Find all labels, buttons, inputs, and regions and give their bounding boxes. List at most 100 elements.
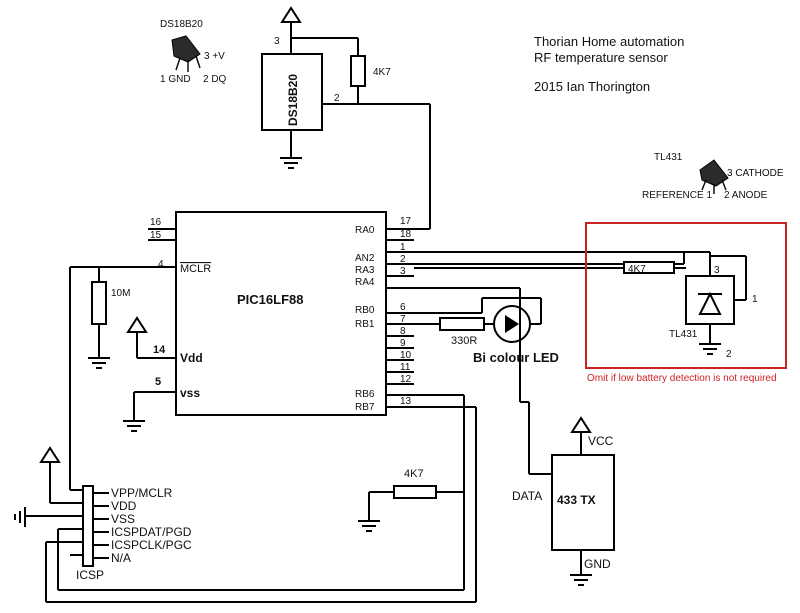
tl431-pinout-legend: TL431 3 CATHODE REFERENCE 1 2 ANODE	[642, 152, 784, 201]
ground-icon	[280, 157, 302, 169]
rf-transmitter: DATA 433 TX VCC GND	[414, 287, 615, 586]
title-line-3: 2015 Ian Thorington	[534, 79, 650, 94]
ground-icon	[570, 574, 592, 586]
vdd-arrow-icon	[126, 316, 148, 333]
tl431-pin2: 2	[726, 349, 732, 360]
mcu-pin-13: 13	[400, 396, 412, 407]
mcu-pin-18: 18	[400, 229, 412, 240]
tl431-label: TL431	[669, 329, 698, 340]
mcu-pin-10: 10	[400, 350, 412, 361]
ground-icon	[14, 507, 26, 527]
mcu-body	[175, 211, 387, 416]
ds18b20-package	[261, 53, 323, 131]
tl431-legend-reference: REFERENCE 1	[642, 190, 712, 201]
mcu-pin-11: 11	[400, 362, 411, 373]
icsp-header: VPP/MCLR VDD VSS ICSPDAT/PGD ICSPCLK/PGC…	[14, 267, 477, 603]
icsp-connector-body	[82, 485, 94, 567]
mclr-network: 10M	[70, 266, 176, 432]
mcu-pin-6: 6	[400, 302, 406, 313]
title-line-1: Thorian Home automation	[534, 34, 684, 49]
mcu-pin-16: 16	[150, 217, 162, 228]
mclr-resistor	[91, 281, 107, 325]
ds18b20-legend-pin1: 1 GND	[160, 74, 191, 85]
ds18b20-legend-pin3: 3 +V	[204, 51, 225, 62]
ground-icon	[88, 357, 110, 369]
optional-section-note: Omit if low battery detection is not req…	[587, 373, 777, 384]
tl431-legend-cathode: 3 CATHODE	[727, 168, 784, 179]
icsp-pin-vdd: VDD	[111, 499, 137, 513]
tx-module	[551, 454, 615, 551]
title-line-2: RF temperature sensor	[534, 50, 668, 65]
tl431-pin3: 3	[714, 265, 720, 276]
ds18b20-pullup-resistor	[350, 55, 366, 87]
tx-module-label: 433 TX	[557, 493, 596, 507]
mcu-label-ra0: RA0	[355, 225, 375, 236]
mcu-pin-1: 1	[400, 242, 406, 253]
mcu-label-rb1: RB1	[355, 319, 375, 330]
battery-sense-block: 4K7 3 1 TL431 2 Omit if low battery dete…	[414, 222, 787, 384]
icsp-pulldown-label: 4K7	[404, 468, 424, 480]
vcc-arrow-icon	[280, 6, 302, 23]
mcu-label-rb7: RB7	[355, 402, 375, 413]
mclr-resistor-label: 10M	[111, 288, 130, 299]
tl431-ic	[685, 275, 735, 325]
tx-data-label: DATA	[512, 489, 542, 503]
icsp-pin-na: N/A	[111, 551, 131, 565]
mcu-label-ra3: RA3	[355, 265, 375, 276]
ds18b20-pin3-number: 3	[274, 36, 280, 47]
ds18b20-pin2-number: 2	[334, 93, 340, 104]
icsp-title: ICSP	[76, 568, 104, 582]
icsp-pulldown-resistor	[393, 485, 437, 499]
pic16lf88-mcu: PIC16LF88 16 15 4 MCLR 14 Vdd 5 vss RA0 …	[148, 211, 430, 416]
led-label: Bi colour LED	[473, 350, 559, 365]
ground-icon	[358, 520, 380, 532]
icsp-pin-vpp-mclr: VPP/MCLR	[111, 486, 173, 500]
mcu-pin-17: 17	[400, 216, 412, 227]
icsp-vdd-arrow-icon	[39, 446, 61, 463]
mcu-mclr-label: MCLR	[180, 263, 211, 275]
icsp-pin-vss: VSS	[111, 512, 135, 526]
tx-gnd-label: GND	[584, 557, 611, 571]
ds18b20-package-icon	[171, 35, 201, 63]
ds18b20-pullup-label: 4K7	[373, 67, 391, 78]
mcu-pin-15: 15	[150, 230, 162, 241]
ds18b20-legend-title: DS18B20	[160, 19, 203, 30]
icsp-pin-pgd: ICSPDAT/PGD	[111, 525, 192, 539]
mcu-vdd-label: Vdd	[180, 351, 203, 365]
tl431-legend-title: TL431	[654, 152, 683, 163]
optional-section-frame	[585, 222, 787, 369]
icsp-pin-pgc: ICSPCLK/PGC	[111, 538, 192, 552]
mcu-name: PIC16LF88	[237, 292, 303, 307]
ds18b20-sensor: 4K7 3 2 DS18B20	[261, 6, 431, 229]
mcu-label-ra4: RA4	[355, 277, 375, 288]
ground-icon	[123, 420, 145, 432]
mcu-label-rb6: RB6	[355, 389, 375, 400]
tl431-zener-icon	[698, 291, 722, 315]
tx-vcc-label: VCC	[588, 434, 614, 448]
battery-sense-resistor-label: 4K7	[628, 264, 646, 275]
mcu-pin-2: 2	[400, 254, 406, 265]
led-diode-icon	[505, 315, 519, 333]
ds18b20-pinout-legend: DS18B20 3 +V 1 GND 2 DQ	[160, 19, 227, 85]
tl431-package-icon	[699, 159, 729, 187]
mcu-pin-8: 8	[400, 326, 406, 337]
ground-icon	[699, 343, 721, 355]
ds18b20-legend-pin2: 2 DQ	[203, 74, 227, 85]
mcu-pin-3: 3	[400, 266, 406, 277]
mcu-pin-12: 12	[400, 374, 412, 385]
tl431-legend-anode: 2 ANODE	[724, 190, 768, 201]
mcu-label-rb0: RB0	[355, 305, 375, 316]
tl431-pin1: 1	[752, 294, 758, 305]
bicolour-led-circuit: 330R Bi colour LED	[414, 297, 559, 365]
mcu-pin-5: 5	[155, 376, 161, 388]
led-resistor-label: 330R	[451, 335, 477, 347]
tx-vcc-arrow-icon	[570, 416, 592, 433]
mcu-vss-label: vss	[180, 386, 200, 400]
led-series-resistor	[439, 317, 485, 331]
mcu-label-an2: AN2	[355, 253, 375, 264]
mcu-pin-9: 9	[400, 338, 406, 349]
ds18b20-body-label: DS18B20	[286, 74, 300, 126]
mcu-pin-4: 4	[158, 259, 164, 270]
mcu-pin-7: 7	[400, 314, 406, 325]
